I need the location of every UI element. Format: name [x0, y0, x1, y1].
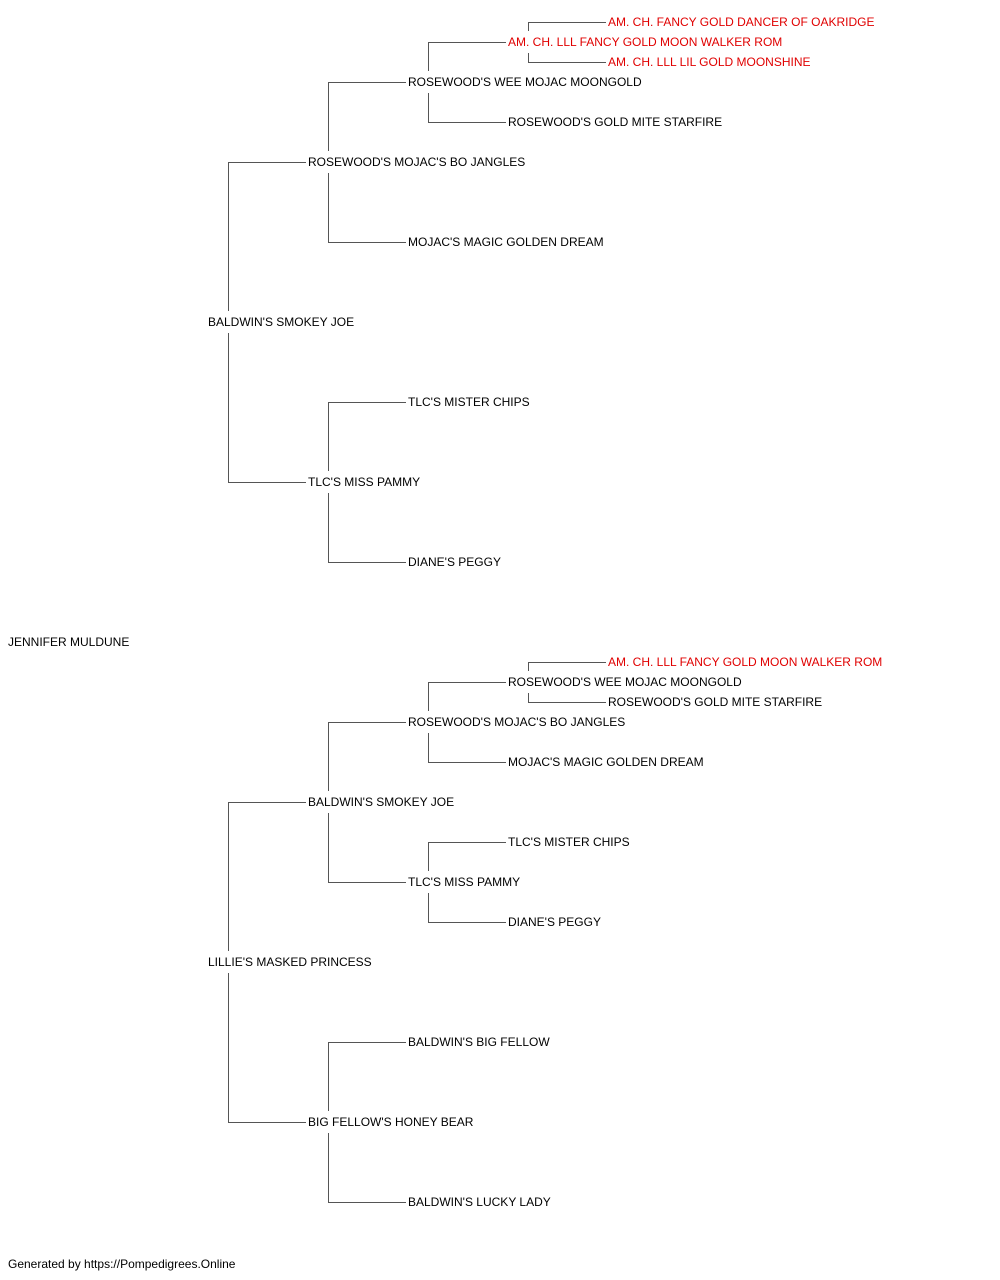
ancestor-link-gen5[interactable]: AM. CH. LLL LIL GOLD MOONSHINE — [606, 55, 813, 69]
connector-line — [328, 402, 329, 471]
connector-line — [428, 42, 429, 71]
ancestor-link-gen4[interactable]: ROSEWOOD'S GOLD MITE STARFIRE — [506, 115, 725, 129]
connector-line — [228, 973, 229, 1123]
connector-line — [328, 402, 406, 403]
ancestor-link-gen3[interactable]: DIANE'S PEGGY — [406, 555, 503, 569]
connector-line — [228, 802, 229, 951]
connector-line — [328, 722, 329, 791]
ancestor-link-gen3[interactable]: ROSEWOOD'S MOJAC'S BO JANGLES — [406, 715, 628, 729]
ancestor-link-gen2[interactable]: BIG FELLOW'S HONEY BEAR — [306, 1115, 476, 1129]
ancestor-link-gen3[interactable]: BALDWIN'S LUCKY LADY — [406, 1195, 553, 1209]
connector-line — [328, 813, 329, 883]
ancestor-link-gen4[interactable]: AM. CH. LLL FANCY GOLD MOON WALKER ROM — [506, 35, 785, 49]
connector-line — [328, 82, 406, 83]
ancestor-link-gen5[interactable]: AM. CH. LLL FANCY GOLD MOON WALKER ROM — [606, 655, 885, 669]
ancestor-link-gen3[interactable]: ROSEWOOD'S WEE MOJAC MOONGOLD — [406, 75, 644, 89]
connector-line — [228, 333, 229, 483]
connector-line — [428, 93, 429, 123]
connector-line — [428, 922, 506, 923]
connector-line — [228, 162, 306, 163]
connector-line — [328, 173, 329, 243]
ancestor-link-gen3[interactable]: TLC'S MISS PAMMY — [406, 875, 523, 889]
connector-line — [428, 842, 506, 843]
connector-line — [528, 702, 606, 703]
connector-line — [428, 122, 506, 123]
connector-line — [428, 893, 429, 923]
ancestor-link-gen4[interactable]: ROSEWOOD'S WEE MOJAC MOONGOLD — [506, 675, 744, 689]
ancestor-link-gen2[interactable]: ROSEWOOD'S MOJAC'S BO JANGLES — [306, 155, 528, 169]
connector-line — [428, 682, 429, 711]
connector-line — [528, 62, 606, 63]
connector-line — [528, 662, 606, 663]
connector-line — [328, 562, 406, 563]
connector-line — [328, 882, 406, 883]
connector-line — [328, 1202, 406, 1203]
connector-line — [328, 493, 329, 563]
connector-line — [228, 802, 306, 803]
connector-line — [528, 662, 529, 671]
connector-line — [228, 162, 229, 311]
connector-line — [528, 22, 606, 23]
connector-line — [328, 1042, 329, 1111]
connector-line — [428, 42, 506, 43]
connector-line — [328, 82, 329, 151]
footer-credit: Generated by https://Pompedigrees.Online — [8, 1257, 236, 1271]
ancestor-link-gen2[interactable]: TLC'S MISS PAMMY — [306, 475, 423, 489]
connector-line — [528, 693, 529, 703]
connector-line — [428, 762, 506, 763]
connector-line — [428, 733, 429, 763]
ancestor-link-gen2[interactable]: BALDWIN'S SMOKEY JOE — [306, 795, 457, 809]
connector-line — [528, 53, 529, 63]
connector-line — [328, 1042, 406, 1043]
connector-line — [328, 242, 406, 243]
connector-line — [428, 842, 429, 871]
ancestor-link-gen5[interactable]: ROSEWOOD'S GOLD MITE STARFIRE — [606, 695, 825, 709]
ancestor-link-gen1[interactable]: BALDWIN'S SMOKEY JOE — [206, 315, 357, 329]
ancestor-link-gen5[interactable]: AM. CH. FANCY GOLD DANCER OF OAKRIDGE — [606, 15, 877, 29]
subject-name: JENNIFER MULDUNE — [6, 635, 132, 649]
connector-line — [328, 1133, 329, 1203]
ancestor-link-gen1[interactable]: LILLIE'S MASKED PRINCESS — [206, 955, 374, 969]
connector-line — [428, 682, 506, 683]
connector-line — [328, 722, 406, 723]
ancestor-link-gen4[interactable]: MOJAC'S MAGIC GOLDEN DREAM — [506, 755, 706, 769]
ancestor-link-gen3[interactable]: BALDWIN'S BIG FELLOW — [406, 1035, 552, 1049]
ancestor-link-gen4[interactable]: DIANE'S PEGGY — [506, 915, 603, 929]
ancestor-link-gen3[interactable]: MOJAC'S MAGIC GOLDEN DREAM — [406, 235, 606, 249]
connector-line — [228, 482, 306, 483]
connector-line — [528, 22, 529, 31]
ancestor-link-gen4[interactable]: TLC'S MISTER CHIPS — [506, 835, 632, 849]
ancestor-link-gen3[interactable]: TLC'S MISTER CHIPS — [406, 395, 532, 409]
connector-line — [228, 1122, 306, 1123]
